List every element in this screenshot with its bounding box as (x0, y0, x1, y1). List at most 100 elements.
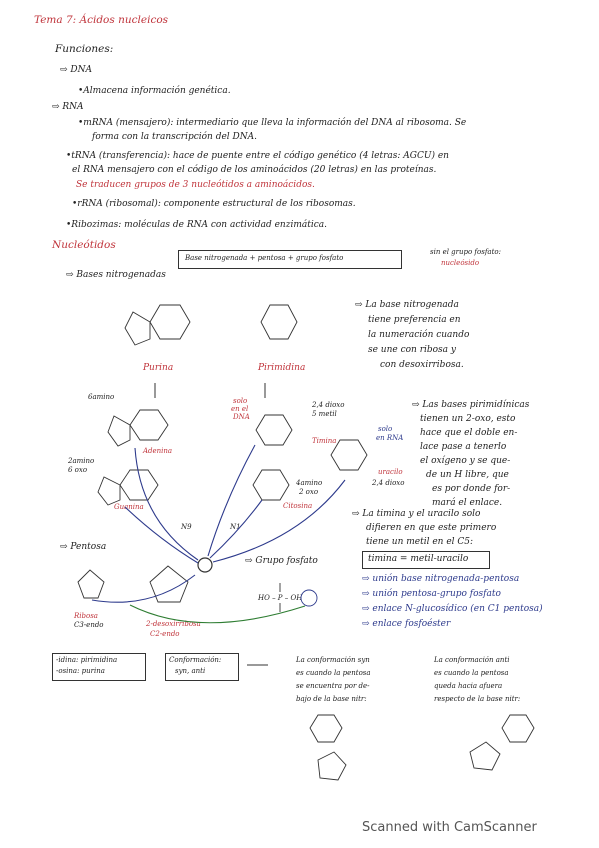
anti-line-1: La conformación anti (434, 656, 510, 664)
nucleotide-formula-box (178, 250, 402, 269)
desoxirribosa-endo: C2-endo (150, 630, 180, 638)
arrow-cytosine-icon (209, 499, 263, 559)
dna-label: ⇨ DNA (60, 65, 92, 75)
timina-formula: timina = metil-uracilo (368, 554, 469, 564)
timina-metil: 5 metil (312, 410, 337, 418)
oh-target-circle-icon (197, 557, 213, 573)
solo-dna-1: solo (233, 397, 248, 405)
desoxirribosa-label: 2-desoxirribosa (146, 620, 201, 628)
pyr-note-8: mará el enlace. (432, 498, 503, 508)
guanina-label: Guanina (114, 503, 144, 511)
arrow-pentose-icon (91, 574, 196, 603)
adenine-imidazole-icon (107, 415, 131, 447)
timina-label: Timina (312, 437, 337, 445)
pyr-note-5: el oxígeno y se que- (420, 456, 511, 466)
anti-line-3: queda hacia afuera (434, 682, 503, 690)
adenina-label: Adenina (143, 447, 173, 455)
timina-formula-box (362, 551, 490, 569)
page-title: Tema 7: Ácidos nucleicos (34, 14, 169, 26)
pyr-note-4: lace pase a tenerlo (420, 442, 507, 452)
trna-line-2: el RNA mensajero con el código de los am… (72, 165, 437, 175)
n1-label: N1 (230, 523, 241, 531)
ribosa-label: Ribosa (74, 612, 98, 620)
arrow-phosphate-icon (129, 604, 306, 624)
citosina-label: Citosina (283, 502, 313, 510)
citosina-amino: 4amino (296, 479, 323, 487)
purine-imidazole-icon (124, 311, 151, 346)
arrow-uracil-icon (212, 479, 346, 563)
grupo-fosfato-label: ⇨ Grupo fosfato (245, 556, 318, 566)
nucleotidos-heading: Nucleótidos (52, 239, 116, 251)
conformacion-box (165, 653, 239, 681)
ribose-ring-icon (77, 569, 105, 599)
enlace-line-4: ⇨ enlace fosfoéster (362, 619, 451, 629)
base-note-line-5: con desoxirribosa. (380, 360, 464, 370)
trna-line-1: •tRNA (transferencia): hace de puente en… (66, 151, 449, 161)
guanina-amino-label: 2amino (68, 457, 95, 465)
anti-line-4: respecto de la base nitr: (434, 695, 521, 703)
enlace-line-2: ⇨ unión pentosa-grupo fosfato (362, 589, 501, 599)
thymine-ring-icon (255, 414, 293, 446)
pyr-note-11: tiene un metil en el C5: (366, 537, 474, 547)
anti-sugar-ring-icon (469, 741, 501, 771)
dna-description: •Almacena información genética. (78, 86, 231, 96)
guanina-oxo-label: 6 oxo (68, 466, 88, 474)
conformacion-line-2: syn, anti (175, 667, 206, 675)
uracil-ring-icon (330, 439, 368, 471)
pyrimidine-ring-icon (260, 304, 298, 340)
bases-nitrogenadas-label: ⇨ Bases nitrogenadas (66, 270, 166, 280)
solo-dna-3: DNA (233, 413, 250, 421)
ribosa-endo: C3-endo (74, 621, 104, 629)
phosphate-formula: HO – P – OH (258, 594, 303, 602)
pyr-note-6: de un H libre, que (426, 470, 509, 480)
syn-line-2: es cuando la pentosa (296, 669, 371, 677)
idina-box (52, 653, 146, 681)
sin-grupo-fosfato: sin el grupo fosfato: (430, 248, 501, 256)
phosphate-oh-circle-icon (300, 589, 318, 607)
pyr-note-3: hace que el doble en- (420, 428, 518, 438)
anti-line-2: es cuando la pentosa (434, 669, 509, 677)
cytosine-ring-icon (252, 469, 290, 501)
base-note-line-4: se une con ribosa y (368, 345, 456, 355)
purina-label: Purina (143, 363, 174, 373)
solo-rna-1: solo (378, 425, 393, 433)
enlace-line-3: ⇨ enlace N-glucosídico (en C1 pentosa) (362, 604, 543, 614)
syn-sugar-ring-icon (317, 751, 347, 781)
ribozimas-line: •Ribozimas: moléculas de RNA con activid… (66, 220, 327, 230)
solo-dna-2: en el (231, 405, 249, 413)
rrna-line: •rRNA (ribosomal): componente estructura… (72, 199, 356, 209)
base-note-line-1: ⇨ La base nitrogenada (355, 300, 459, 310)
anti-base-ring-icon (501, 714, 535, 743)
idina-line-2: -osina: purina (56, 667, 105, 675)
syn-line-3: se encuentra por de- (296, 682, 370, 690)
adenine-ring-icon (129, 409, 169, 441)
trna-line-3: Se traducen grupos de 3 nucleótidos a am… (76, 180, 315, 190)
base-note-line-2: tiene preferencia en (368, 315, 461, 325)
uracilo-dioxo: 2,4 dioxo (372, 479, 405, 487)
pirimidina-label: Pirimidina (258, 363, 306, 373)
arrow-thymine-icon (207, 444, 256, 557)
solo-rna-2: en RNA (376, 434, 404, 442)
funciones-heading: Funciones: (55, 43, 114, 55)
pyr-note-10: difieren en que este primero (366, 523, 497, 533)
arrow-guanine-icon (124, 506, 199, 564)
pyr-note-9: ⇨ La timina y el uracilo solo (352, 509, 481, 519)
pentosa-label: ⇨ Pentosa (60, 542, 107, 552)
syn-base-ring-icon (309, 714, 343, 743)
timina-dioxo: 2,4 dioxo (312, 401, 345, 409)
mrna-line-2: forma con la transcripción del DNA. (92, 132, 257, 142)
guanine-imidazole-icon (97, 476, 121, 506)
purine-ring-icon (149, 304, 191, 340)
base-note-line-3: la numeración cuando (368, 330, 470, 340)
nucleotide-formula: Base nitrogenada + pentosa + grupo fosfa… (185, 254, 344, 262)
n9-label: N9 (181, 523, 192, 531)
mrna-line-1: •mRNA (mensajero): intermediario que lle… (78, 118, 467, 128)
deoxyribose-ring-icon (149, 565, 189, 603)
idina-line-1: -idina: pirimidina (56, 656, 118, 664)
syn-line-4: bajo de la base nitr: (296, 695, 367, 703)
scanner-watermark: Scanned with CamScanner (362, 820, 537, 835)
syn-line-1: La conformación syn (296, 656, 370, 664)
arrow-adenine-icon (134, 447, 199, 561)
pyr-note-1: ⇨ Las bases pirimidínicas (412, 400, 530, 410)
